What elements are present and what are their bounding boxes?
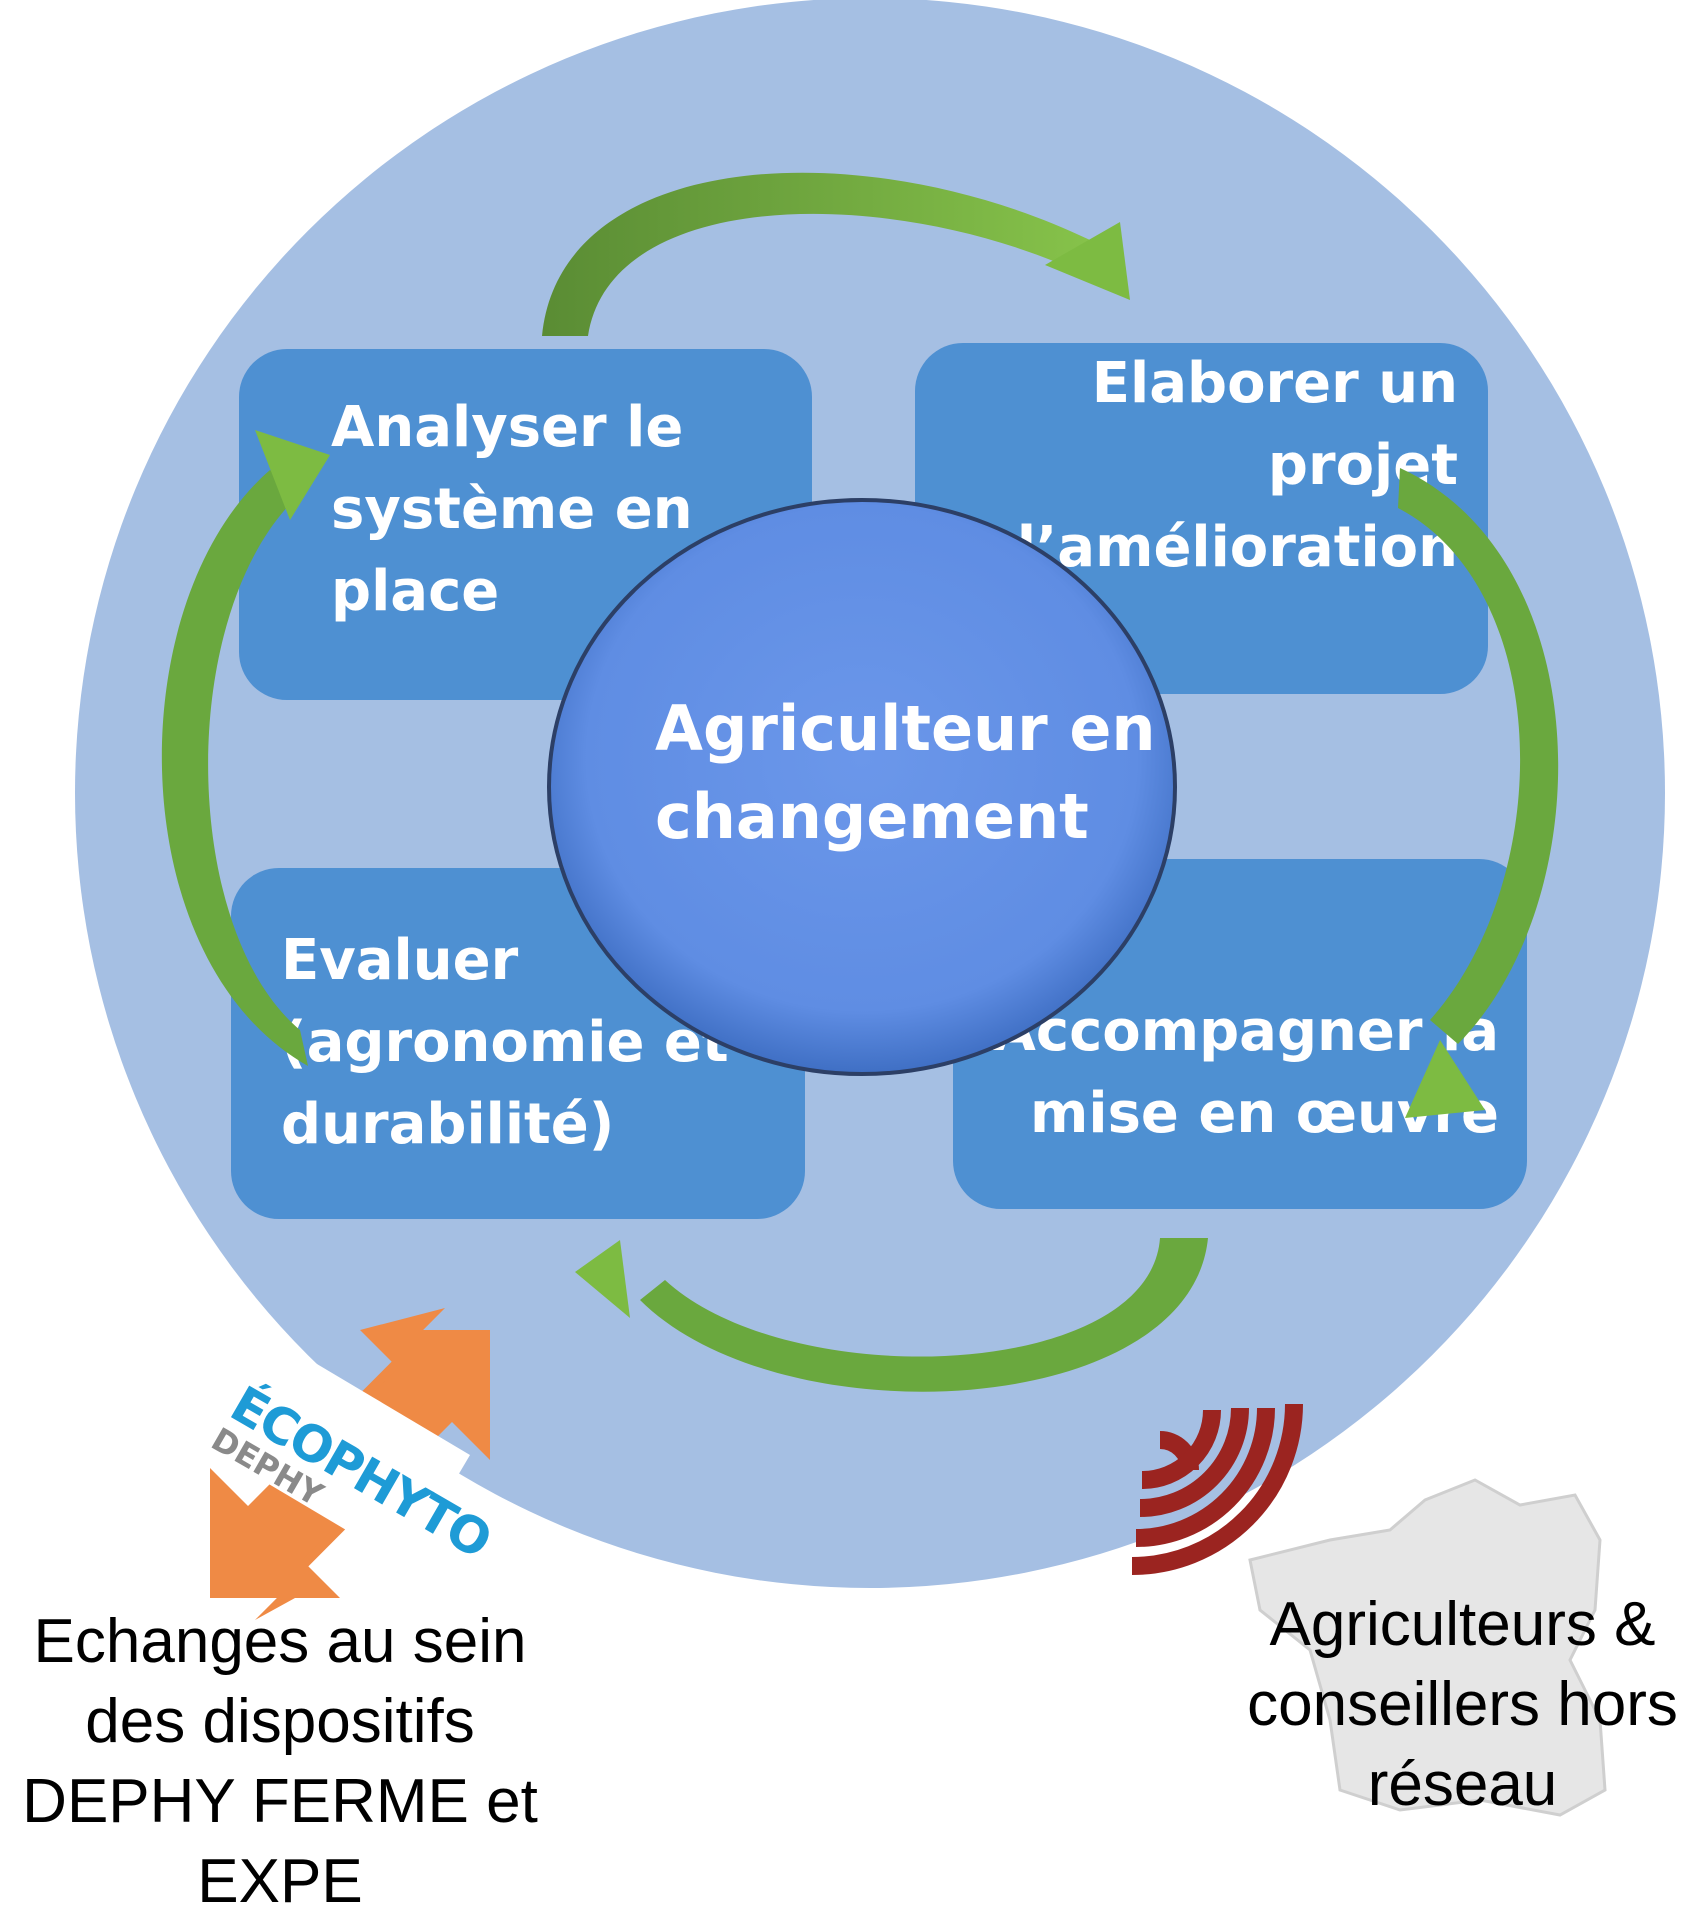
france-map-icon [1248, 1478, 1607, 1817]
footer-left-text: Echanges au sein des dispositifs DEPHY F… [22, 1607, 538, 1916]
broadcast-icon [1131, 1403, 1303, 1575]
cycle-arrow-top [542, 172, 1130, 336]
footer-right-text: Agriculteurs & conseillers hors réseau [1247, 1590, 1678, 1819]
cycle-arrow-bottom [575, 1238, 1208, 1392]
center-label: Agriculteur en changement [655, 692, 1156, 853]
center-circle [547, 498, 1177, 1076]
cycle-arrow-right [1398, 468, 1559, 1118]
cycle-arrow-left [161, 430, 330, 1066]
ecophyto-logo [220, 1345, 470, 1565]
